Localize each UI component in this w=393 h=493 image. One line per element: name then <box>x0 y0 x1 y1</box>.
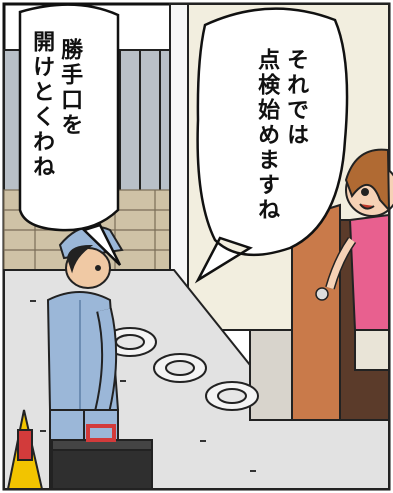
speech-left-column-1: 勝手口を <box>57 38 83 138</box>
caution-sign <box>6 409 44 490</box>
speech-left-column-2: 開けとくわね <box>29 30 55 180</box>
speech-right-column-1: それでは <box>283 48 309 148</box>
door-knob <box>315 287 329 301</box>
speech-bubble-left <box>18 3 122 266</box>
drain-pipe <box>169 3 189 295</box>
woman <box>325 148 393 371</box>
speech-bubble-right <box>194 7 349 284</box>
speech-right-column-2: 点検始めますね <box>254 48 280 223</box>
toolbox <box>51 424 153 490</box>
